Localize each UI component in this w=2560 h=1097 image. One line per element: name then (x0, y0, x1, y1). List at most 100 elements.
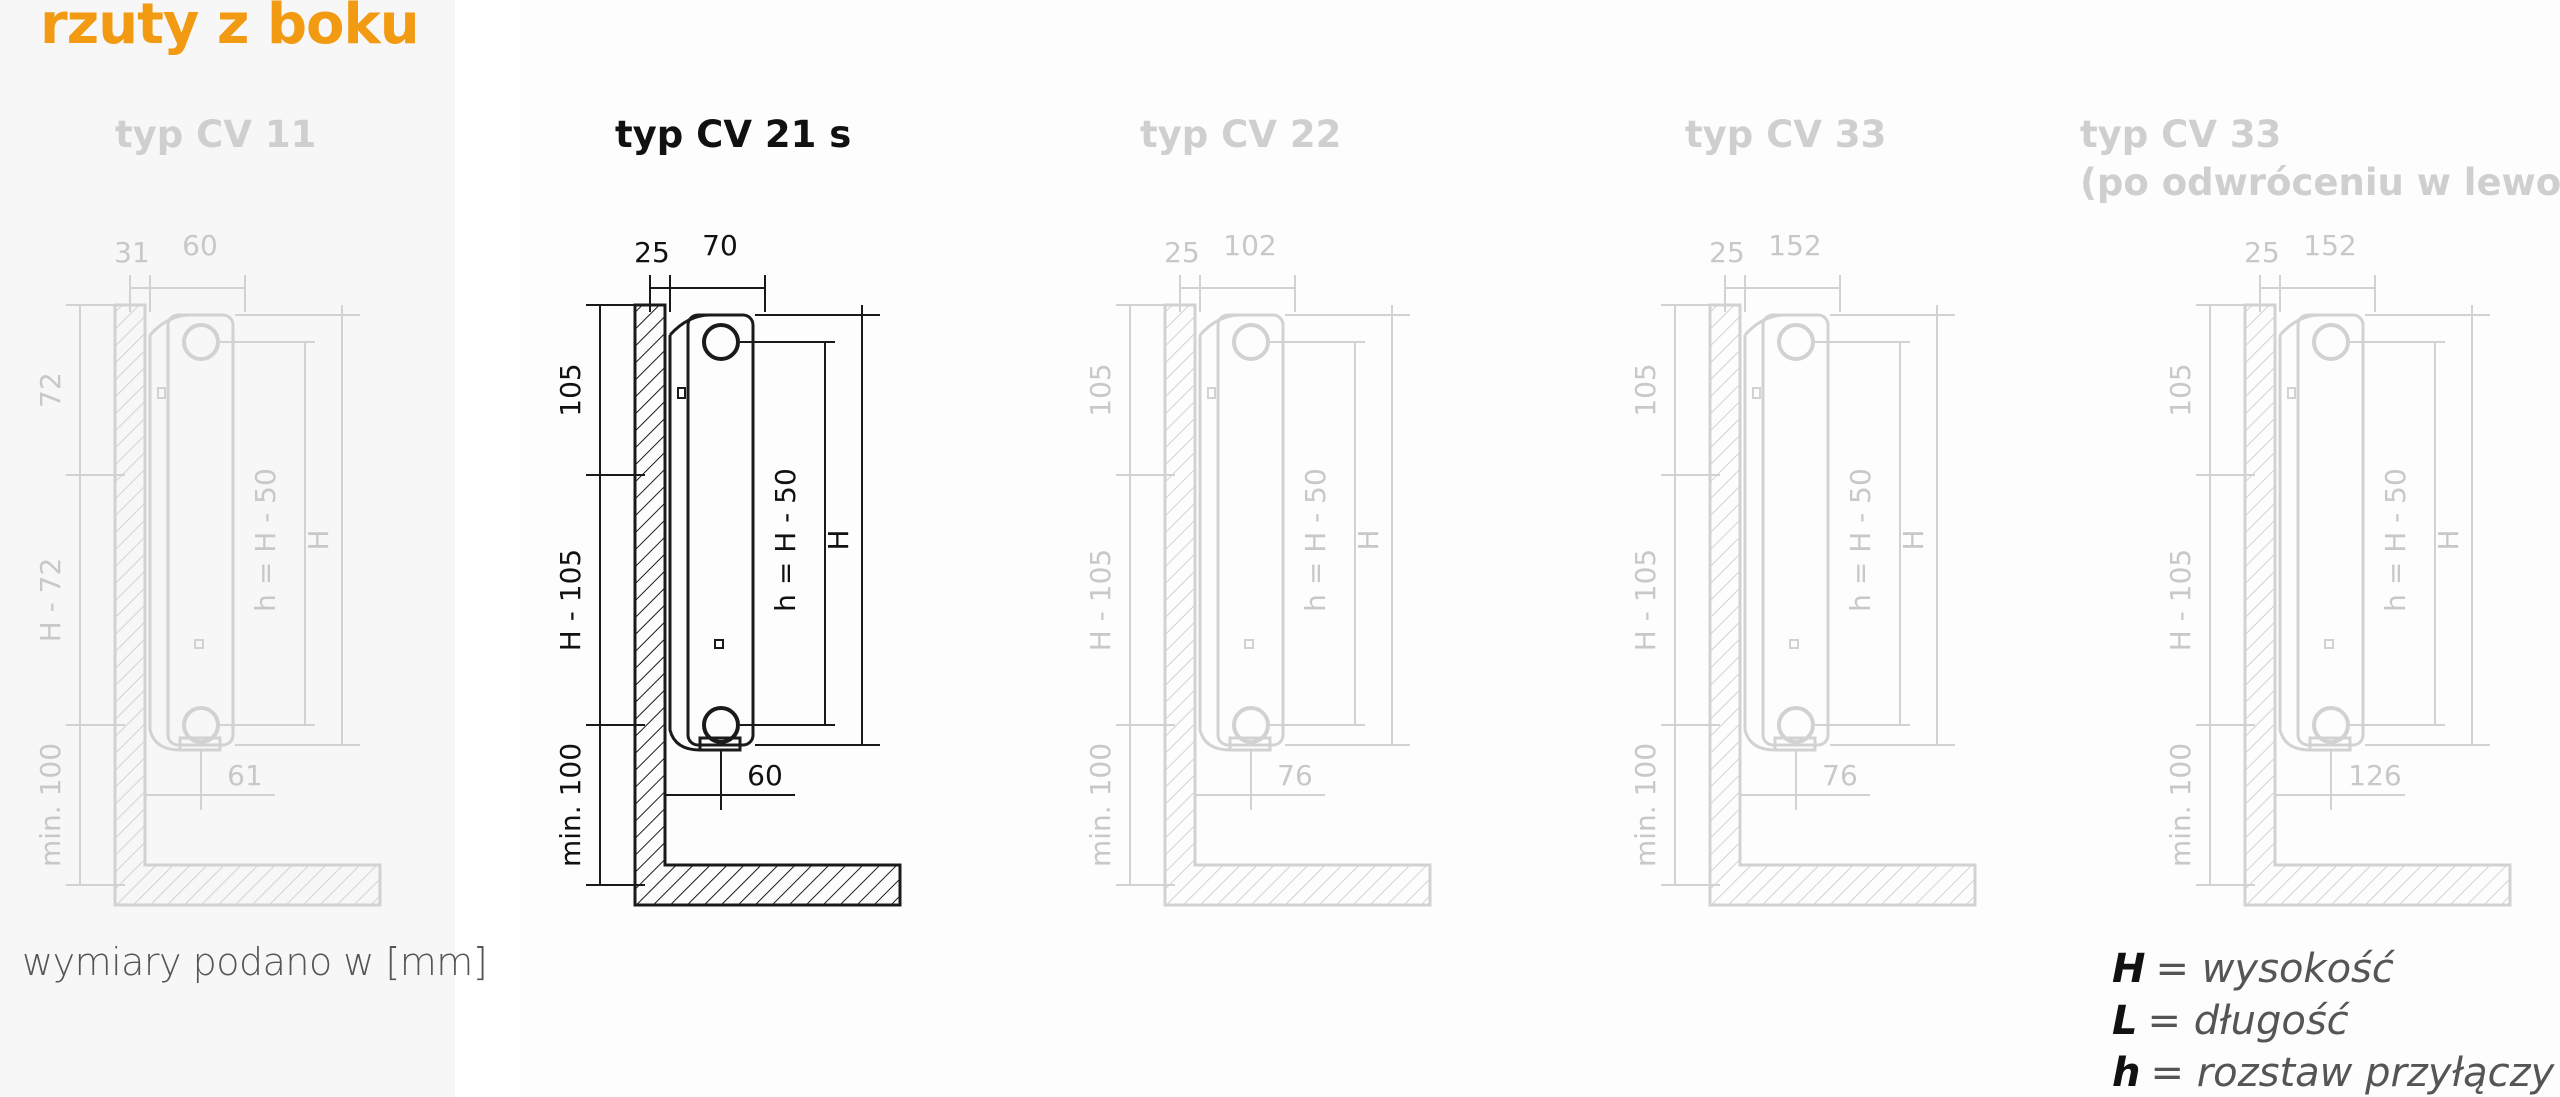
dimension-label-left-bottom: min. 100 (2164, 743, 2197, 867)
dimension-label-top-b: 70 (702, 229, 738, 262)
lower-connection (1777, 706, 1815, 744)
dimension-label-bottom: 76 (1822, 759, 1858, 792)
dimension-label-left-mid: H - 105 (554, 549, 587, 651)
dimension-label-top-b: 102 (1223, 229, 1276, 262)
dimension-label-left-mid: H - 105 (1084, 549, 1117, 651)
radiator-back-plate (2278, 335, 2311, 752)
type-title-cv33-left: typ CV 33 (2080, 113, 2282, 156)
dimension-label-bottom: 61 (227, 759, 263, 792)
dimension-label-left-bottom: min. 100 (1629, 743, 1662, 867)
dimension-label-top-a: 25 (634, 236, 670, 269)
bracket-marker (2287, 387, 2296, 399)
dimension-label-outer: H (822, 529, 855, 550)
upper-connection (2312, 323, 2350, 361)
panel-background-right (520, 0, 2560, 1097)
radiator-top-curve (2278, 313, 2321, 337)
type-title-cv33: typ CV 33 (1685, 113, 1887, 156)
dimension-label-outer: H (2432, 529, 2465, 550)
plug-marker (2324, 639, 2334, 649)
dimension-label-left-bottom: min. 100 (34, 743, 67, 867)
legend-item-spacing: h= rozstaw przyłączy (2112, 1050, 2554, 1096)
dimension-label-top-b: 152 (2303, 229, 2356, 262)
wall-hatched (2243, 303, 2512, 907)
dimension-label-outer: H (302, 529, 335, 550)
radiator-top-curve (148, 313, 191, 337)
wall-hatched (1708, 303, 1977, 907)
lower-connection (1232, 706, 1270, 744)
side-view-diagram-cv33: 105 H - 105 min. 100 h = H - 50 H 25 152 76 (1629, 229, 1977, 907)
bracket-marker (1752, 387, 1761, 399)
type-title-cv11: typ CV 11 (115, 113, 317, 156)
wall-hatched (1163, 303, 1432, 907)
legend-text: = długość (2147, 998, 2349, 1044)
dimension-label-left-bottom: min. 100 (1084, 743, 1117, 867)
legend-symbol: h (2112, 1050, 2141, 1096)
lower-connection (702, 706, 740, 744)
dimension-label-inner: h = H - 50 (249, 468, 282, 612)
upper-connection (702, 323, 740, 361)
dimension-label-bottom: 60 (747, 759, 783, 792)
radiator-body (2296, 313, 2365, 747)
radiator-body (1216, 313, 1285, 747)
dimension-label-left-top: 105 (1084, 363, 1117, 416)
dimension-label-inner: h = H - 50 (1299, 468, 1332, 612)
dimension-label-bottom: 126 (2348, 759, 2401, 792)
side-view-diagram-cv33-left: 105 H - 105 min. 100 h = H - 50 H 25 152 126 (2164, 229, 2512, 907)
dimension-label-top-a: 25 (1164, 236, 1200, 269)
legend-symbol: L (2112, 998, 2138, 1044)
dimension-label-top-a: 25 (1709, 236, 1745, 269)
dimension-label-inner: h = H - 50 (769, 468, 802, 612)
dimension-label-left-mid: H - 72 (34, 558, 67, 643)
upper-connection (182, 323, 220, 361)
dimension-label-left-mid: H - 105 (1629, 549, 1662, 651)
upper-connection (1232, 323, 1270, 361)
dimension-label-left-top: 105 (554, 363, 587, 416)
dimension-label-top-b: 152 (1768, 229, 1821, 262)
plug-marker (1789, 639, 1799, 649)
legend-symbol: H (2112, 946, 2146, 992)
dimension-label-top-a: 31 (114, 236, 150, 269)
dimension-label-inner: h = H - 50 (2379, 468, 2412, 612)
type-subtitle-cv33-left: (po odwróceniu w lewo) (2080, 161, 2560, 204)
legend-item-height: H= wysokość (2112, 946, 2394, 992)
plug-marker (714, 639, 724, 649)
bracket-marker (677, 387, 686, 399)
dimension-label-left-top: 105 (1629, 363, 1662, 416)
dimension-label-inner: h = H - 50 (1844, 468, 1877, 612)
legend-text: = rozstaw przyłączy (2150, 1050, 2555, 1096)
lower-connection (2312, 706, 2350, 744)
radiator-back-plate (1198, 335, 1231, 752)
dimension-label-bottom: 76 (1277, 759, 1313, 792)
legend-text: = wysokość (2155, 946, 2394, 992)
radiator-back-plate (148, 335, 181, 752)
wall-hatched (633, 303, 902, 907)
wall-hatched (113, 303, 382, 907)
dimension-label-left-top: 105 (2164, 363, 2197, 416)
radiator-top-curve (1743, 313, 1786, 337)
dimension-label-top-b: 60 (182, 229, 218, 262)
upper-connection (1777, 323, 1815, 361)
radiator-body (1761, 313, 1830, 747)
radiator-body (166, 313, 235, 747)
bracket-marker (157, 387, 166, 399)
dimension-label-outer: H (1352, 529, 1385, 550)
dimension-label-left-mid: H - 105 (2164, 549, 2197, 651)
radiator-back-plate (1743, 335, 1776, 752)
side-view-diagram-cv22: 105 H - 105 min. 100 h = H - 50 H 25 102 76 (1084, 229, 1432, 907)
legend-item-length: L= długość (2112, 998, 2349, 1044)
plug-marker (1244, 639, 1254, 649)
dimension-label-top-a: 25 (2244, 236, 2280, 269)
plug-marker (194, 639, 204, 649)
radiator-top-curve (668, 313, 711, 337)
dimension-label-outer: H (1897, 529, 1930, 550)
panel-background-left (0, 0, 455, 1097)
type-title-cv22: typ CV 22 (1140, 113, 1342, 156)
lower-connection (182, 706, 220, 744)
bracket-marker (1207, 387, 1216, 399)
type-title-cv21s: typ CV 21 s (615, 113, 852, 156)
page-title: rzuty z boku (40, 0, 420, 57)
units-note: wymiary podano w [mm] (22, 940, 488, 984)
radiator-body (686, 313, 755, 747)
